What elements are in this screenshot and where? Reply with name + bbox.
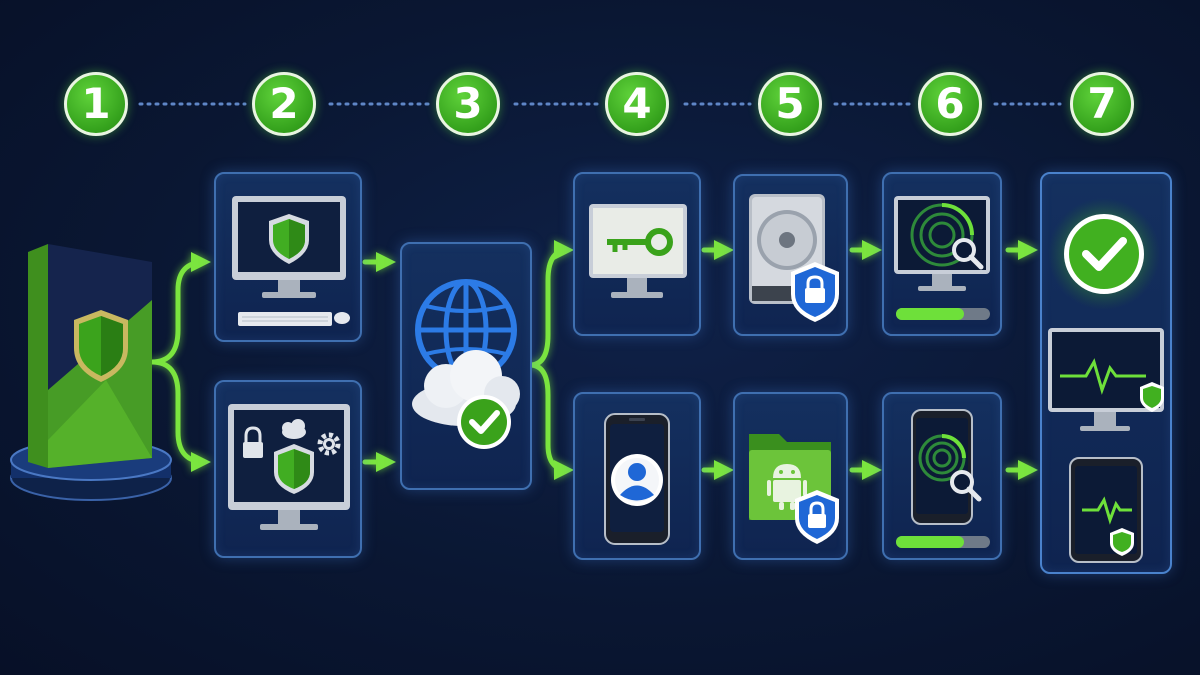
magnifier-icon xyxy=(950,470,982,502)
lock-shield-icon xyxy=(795,490,839,544)
step-6-desktop-scan-card xyxy=(882,172,1002,336)
key-icon xyxy=(589,204,687,298)
lock-shield-icon xyxy=(791,262,839,322)
lock-icon xyxy=(243,426,263,458)
desktop-computer-icon xyxy=(232,196,350,326)
step-6-phone-scan-card xyxy=(882,392,1002,560)
smartphone-icon xyxy=(604,413,670,545)
shield-icon xyxy=(1140,382,1164,412)
step-2-desktop-card xyxy=(214,172,362,342)
heartbeat-monitor-icon xyxy=(1048,328,1164,431)
shield-icon xyxy=(269,214,309,264)
step-2-monitor-card xyxy=(214,380,362,558)
user-avatar-icon xyxy=(611,454,663,506)
android-folder-icon xyxy=(749,434,839,544)
step-5-badge: 5 xyxy=(758,72,822,136)
success-panel xyxy=(1048,198,1164,563)
step-6-badge: 6 xyxy=(918,72,982,136)
cloud-icon xyxy=(282,419,306,439)
keyboard-icon xyxy=(238,312,332,326)
software-box-icon xyxy=(10,244,172,501)
flow-arrows xyxy=(149,240,1038,480)
shield-icon xyxy=(74,310,128,382)
step-7-result-card xyxy=(1040,172,1172,574)
shield-icon xyxy=(274,444,314,494)
shield-icon xyxy=(1110,528,1134,556)
radar-scan-icon xyxy=(894,196,990,320)
hard-drive-icon xyxy=(749,194,839,322)
step-5-drive-card xyxy=(733,174,848,336)
step-4-phone-card xyxy=(573,392,701,560)
desktop-computer-icon xyxy=(228,404,350,530)
smartphone-icon xyxy=(1069,457,1143,563)
step-7-badge: 7 xyxy=(1070,72,1134,136)
magnifier-icon xyxy=(952,238,984,270)
step-3-cloud-card xyxy=(400,242,532,490)
step-4-key-card xyxy=(573,172,701,336)
progress-bar-fill xyxy=(896,536,964,548)
gear-icon xyxy=(317,432,341,456)
step-2-badge: 2 xyxy=(252,72,316,136)
step-5-folder-card xyxy=(733,392,848,560)
step-1-badge: 1 xyxy=(64,72,128,136)
radar-scan-icon xyxy=(896,409,990,548)
step-3-badge: 3 xyxy=(436,72,500,136)
success-check-icon xyxy=(1064,214,1144,294)
mouse-icon xyxy=(334,312,350,324)
step-4-badge: 4 xyxy=(605,72,669,136)
checkmark-icon xyxy=(457,395,511,449)
progress-bar-fill xyxy=(896,308,964,320)
globe-icon xyxy=(412,279,520,449)
